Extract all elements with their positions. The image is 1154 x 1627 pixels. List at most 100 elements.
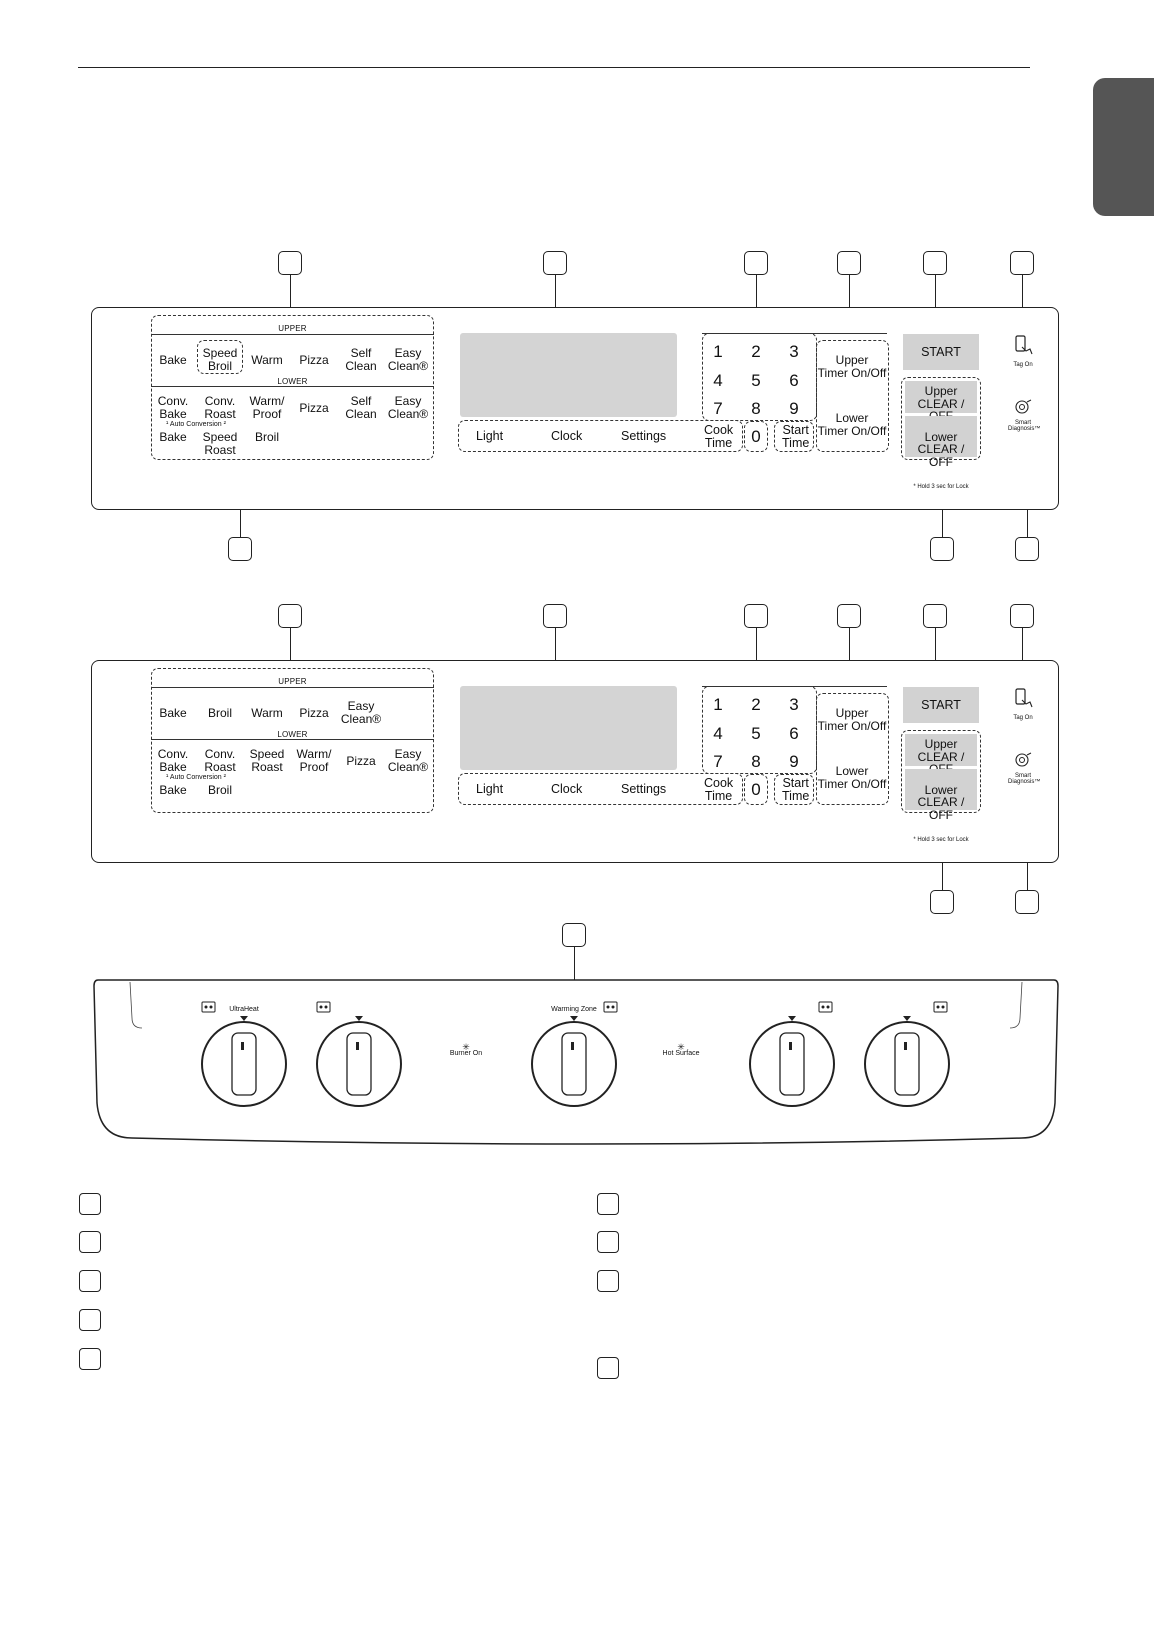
key-9[interactable]: 9	[789, 399, 799, 418]
key-5[interactable]: 5	[751, 371, 761, 390]
key-3[interactable]: 3	[789, 695, 799, 714]
key-6[interactable]: 6	[789, 724, 799, 743]
lock-note: * Hold 3 sec for Lock	[913, 483, 969, 490]
lower-pizza-button[interactable]: Pizza	[346, 754, 376, 768]
start-time-button[interactable]: Start Time	[782, 423, 810, 450]
start-button[interactable]: START	[903, 687, 979, 723]
lower-conv-bake-button[interactable]: Conv. Bake	[157, 747, 189, 774]
key-9[interactable]: 9	[789, 752, 799, 771]
tag-on-label: Tag On	[1013, 362, 1033, 368]
key-2[interactable]: 2	[751, 695, 761, 714]
header-rule	[78, 67, 1030, 68]
number-keys-group	[702, 333, 817, 421]
tag-on-area[interactable]: Tag On	[1008, 688, 1038, 721]
lower-conv-bake-button[interactable]: Conv. Bake	[157, 394, 189, 421]
knob	[749, 1021, 835, 1107]
callout-box	[543, 251, 567, 275]
upper-self-clean-button[interactable]: Self Clean	[345, 346, 377, 373]
cooking-modes-group	[151, 315, 434, 460]
lower-timer-button[interactable]: Lower Timer On/Off	[817, 764, 887, 791]
upper-timer-button[interactable]: Upper Timer On/Off	[817, 353, 887, 380]
lower-bake-button[interactable]: Bake	[159, 783, 187, 797]
function-keys-group	[458, 420, 743, 452]
key-0[interactable]: 0	[751, 427, 761, 446]
clear-off-group	[901, 730, 981, 813]
lower-clear-off-button[interactable]: Lower CLEAR / OFF * Hold 3 sec for Lock	[905, 416, 977, 490]
legend-number-box	[79, 1309, 101, 1331]
key-6[interactable]: 6	[789, 371, 799, 390]
lower-timer-button[interactable]: Lower Timer On/Off	[817, 411, 887, 438]
callout-box	[744, 604, 768, 628]
upper-bake-button[interactable]: Bake	[159, 353, 187, 367]
lower-broil-button[interactable]: Broil	[207, 783, 232, 797]
key-3[interactable]: 3	[789, 342, 799, 361]
legend-number-box	[597, 1270, 619, 1292]
timer-group	[816, 693, 889, 805]
key-8[interactable]: 8	[751, 752, 761, 771]
key-5[interactable]: 5	[751, 724, 761, 743]
key-2[interactable]: 2	[751, 342, 761, 361]
tag-on-label: Tag On	[1013, 715, 1033, 721]
auto-conversion-label: ¹ Auto Conversion ²	[166, 774, 226, 781]
settings-button[interactable]: Settings	[621, 429, 667, 443]
knob-panel-drawing: ✳ ✳	[93, 979, 1059, 1145]
smart-diagnosis-area[interactable]: Smart Diagnosis™	[1008, 399, 1040, 432]
upper-timer-button[interactable]: Upper Timer On/Off	[817, 706, 887, 733]
upper-clear-off-button[interactable]: Upper CLEAR / OFF	[905, 734, 977, 775]
leader-line	[756, 275, 758, 333]
upper-clear-off-button[interactable]: Upper CLEAR / OFF	[905, 381, 977, 422]
settings-button[interactable]: Settings	[621, 782, 667, 796]
lower-speed-roast-button[interactable]: Speed Roast	[249, 747, 285, 774]
upper-warm-button[interactable]: Warm	[251, 706, 283, 720]
upper-speed-broil-button[interactable]: Speed Broil	[202, 346, 238, 373]
callout-box	[930, 537, 954, 561]
lower-self-clean-button[interactable]: Self Clean	[345, 394, 377, 421]
tag-on-icon	[1015, 335, 1033, 355]
auto-conversion-label: ¹ Auto Conversion ²	[166, 421, 226, 428]
lower-easy-clean-button[interactable]: Easy Clean®	[387, 747, 429, 774]
lower-caption: LOWER	[277, 377, 308, 386]
key-1[interactable]: 1	[713, 695, 723, 714]
tag-on-area[interactable]: Tag On	[1008, 335, 1038, 368]
upper-easy-clean-button[interactable]: Easy Clean®	[340, 699, 382, 726]
clock-button[interactable]: Clock	[551, 782, 583, 796]
display-window	[460, 333, 677, 417]
zero-key-group	[744, 774, 768, 805]
key-8[interactable]: 8	[751, 399, 761, 418]
upper-broil-button[interactable]: Broil	[207, 706, 232, 720]
lower-clear-off-button[interactable]: Lower CLEAR / OFF * Hold 3 sec for Lock	[905, 769, 977, 843]
upper-easy-clean-button[interactable]: Easy Clean®	[387, 346, 429, 373]
start-time-button[interactable]: Start Time	[782, 776, 810, 803]
knob	[864, 1021, 950, 1107]
lower-easy-clean-button[interactable]: Easy Clean®	[387, 394, 429, 421]
upper-pizza-button[interactable]: Pizza	[299, 353, 329, 367]
smart-diagnosis-area[interactable]: Smart Diagnosis™	[1008, 752, 1040, 785]
lower-warm-proof-button[interactable]: Warm/ Proof	[296, 747, 332, 774]
key-1[interactable]: 1	[713, 342, 723, 361]
clock-button[interactable]: Clock	[551, 429, 583, 443]
key-4[interactable]: 4	[713, 371, 723, 390]
key-0[interactable]: 0	[751, 780, 761, 799]
key-7[interactable]: 7	[713, 752, 723, 771]
divider	[151, 687, 434, 688]
lower-warm-proof-button[interactable]: Warm/ Proof	[249, 394, 285, 421]
cook-time-button[interactable]: Cook Time	[704, 423, 734, 450]
upper-pizza-button[interactable]: Pizza	[299, 706, 329, 720]
lower-conv-roast-button[interactable]: Conv. Roast	[204, 394, 236, 421]
clear-off-group	[901, 377, 981, 460]
lower-broil-button[interactable]: Broil	[254, 430, 279, 444]
upper-caption: UPPER	[278, 677, 307, 686]
lower-speed-roast-button[interactable]: Speed Roast	[202, 430, 238, 457]
start-button[interactable]: START	[903, 334, 979, 370]
lower-bake-button[interactable]: Bake	[159, 430, 187, 444]
upper-warm-button[interactable]: Warm	[251, 353, 283, 367]
key-4[interactable]: 4	[713, 724, 723, 743]
lower-conv-roast-button[interactable]: Conv. Roast	[204, 747, 236, 774]
light-button[interactable]: Light	[476, 782, 504, 796]
svg-text:✳: ✳	[677, 1042, 685, 1052]
key-7[interactable]: 7	[713, 399, 723, 418]
lower-pizza-button[interactable]: Pizza	[299, 401, 329, 415]
upper-bake-button[interactable]: Bake	[159, 706, 187, 720]
cook-time-button[interactable]: Cook Time	[704, 776, 734, 803]
light-button[interactable]: Light	[476, 429, 504, 443]
